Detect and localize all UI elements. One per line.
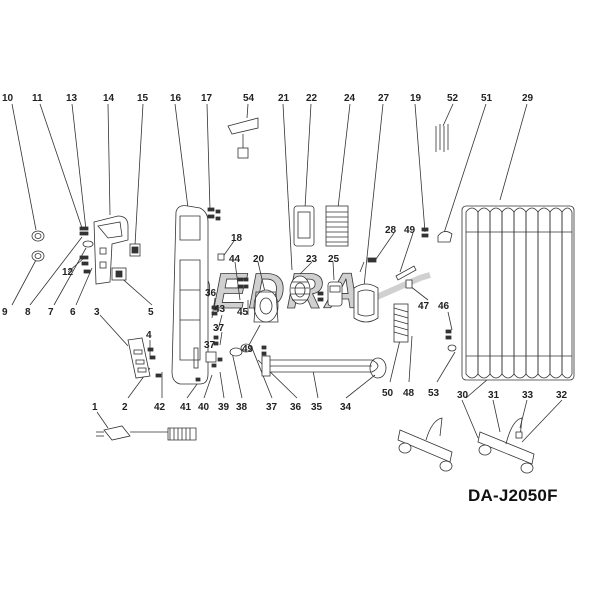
callout-12: 12 [62,267,74,278]
callout-2: 2 [122,402,128,413]
callout-36b: 36 [290,402,302,413]
callout-7: 7 [48,307,54,318]
callout-48: 48 [403,388,415,399]
model-number: DA-J2050F [468,486,558,505]
callout-37: 37 [213,323,225,334]
callout-53: 53 [428,388,440,399]
callout-46: 46 [438,301,450,312]
callout-3: 3 [94,307,100,318]
callout-51: 51 [481,93,493,104]
callout-37c: 37 [204,340,216,351]
callout-49: 49 [404,225,416,236]
callout-54: 54 [243,93,255,104]
callout-33: 33 [522,390,534,401]
callout-49b: 49 [242,344,254,355]
callout-40: 40 [198,402,210,413]
callout-50: 50 [382,388,394,399]
callout-11: 11 [32,93,43,104]
callout-45: 45 [237,307,249,318]
callout-52: 52 [447,93,459,104]
callout-19: 19 [410,93,422,104]
callout-35: 35 [311,402,323,413]
callout-1: 1 [92,402,98,413]
callout-36: 36 [205,288,217,299]
callout-25: 25 [328,254,340,265]
callout-44: 44 [229,254,241,265]
callout-47: 47 [418,301,430,312]
callout-24: 24 [344,93,356,104]
callout-18: 18 [231,233,243,244]
callout-17: 17 [201,93,213,104]
callout-15: 15 [137,93,149,104]
callout-37b: 37 [266,402,278,413]
callout-9: 9 [2,307,8,318]
callout-43: 43 [214,304,226,315]
callout-14: 14 [103,93,115,104]
callout-5: 5 [148,307,154,318]
callout-20: 20 [253,254,265,265]
callout-21: 21 [278,93,290,104]
callout-27: 27 [378,93,390,104]
callout-32: 32 [556,390,568,401]
callout-23: 23 [306,254,318,265]
callout-39: 39 [218,402,230,413]
callout-10: 10 [2,93,14,104]
callout-16: 16 [170,93,182,104]
callout-28: 28 [385,225,397,236]
callout-8: 8 [25,307,31,318]
callout-42: 42 [154,402,166,413]
callout-22: 22 [306,93,318,104]
callout-34: 34 [340,402,352,413]
callout-38: 38 [236,402,248,413]
callout-41: 41 [180,402,192,413]
callout-6: 6 [70,307,76,318]
callout-29: 29 [522,93,534,104]
callout-13: 13 [66,93,78,104]
callout-30: 30 [457,390,469,401]
callout-4: 4 [146,330,152,341]
callout-31: 31 [488,390,500,401]
